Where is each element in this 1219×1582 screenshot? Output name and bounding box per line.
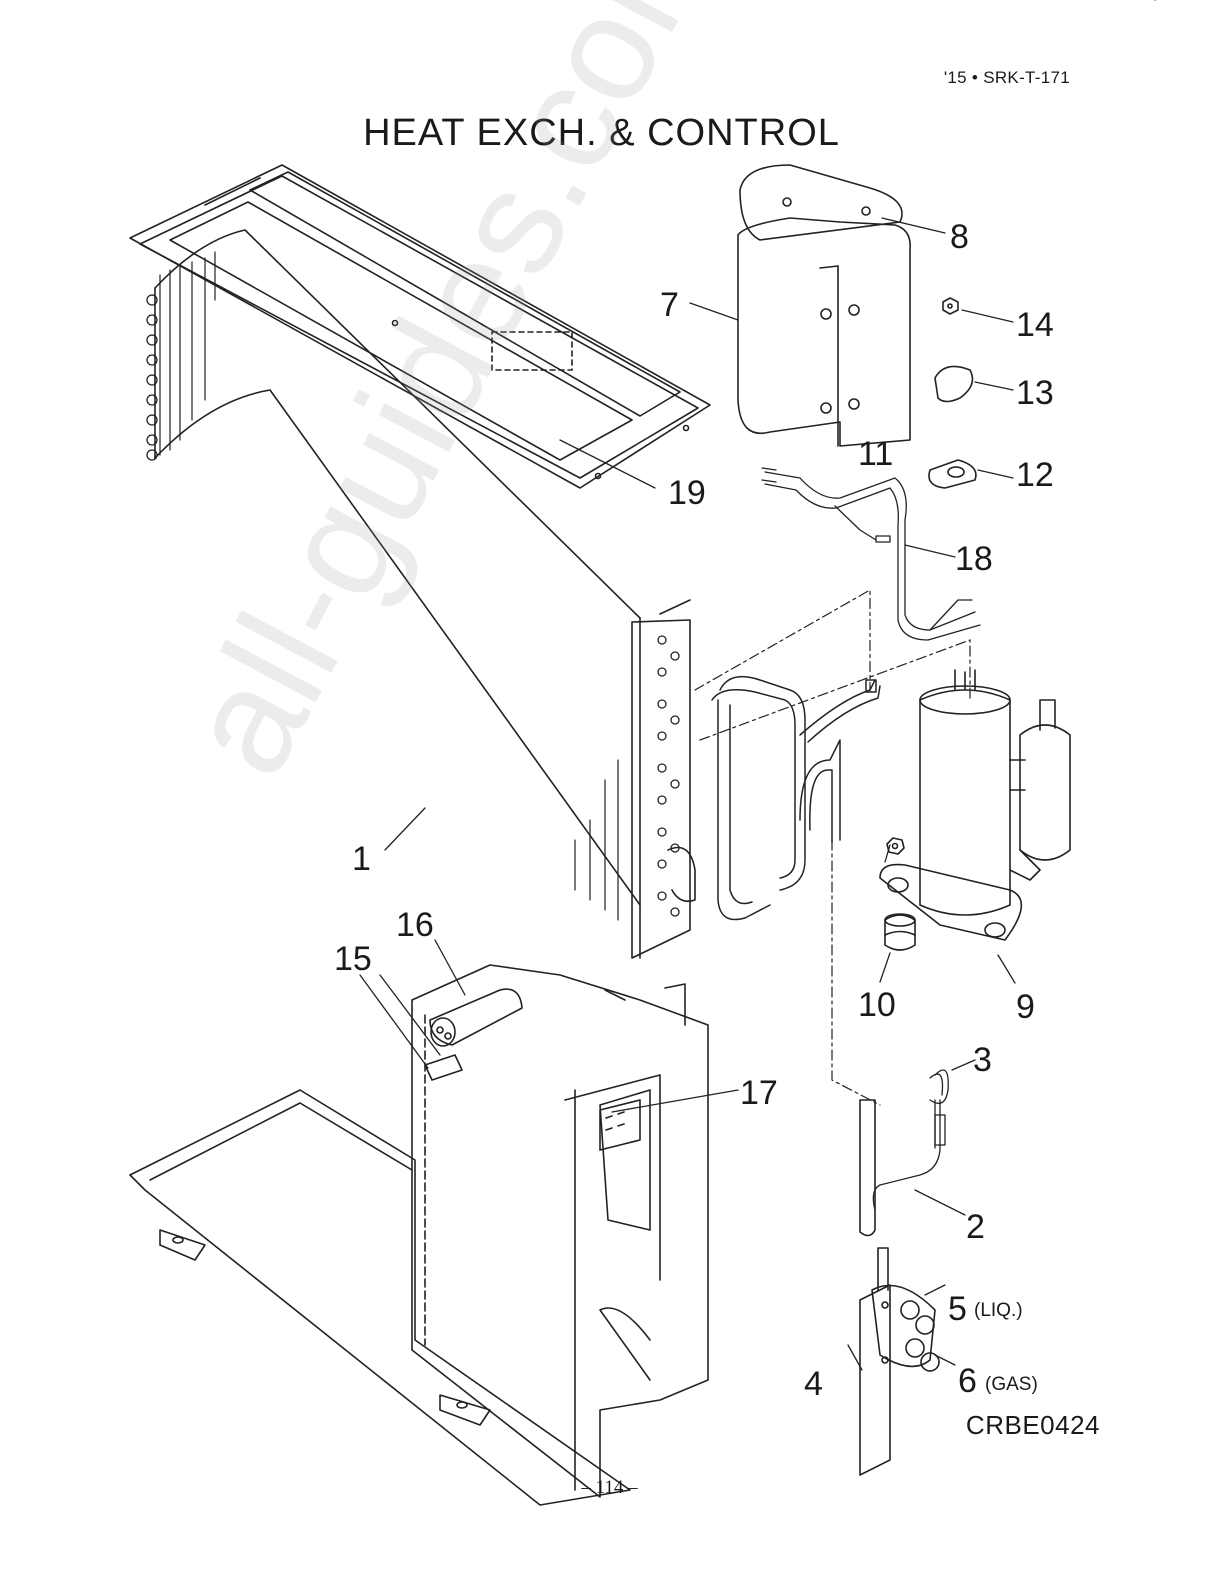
callout-12: 12 [1016, 456, 1054, 494]
piping-leaders [695, 0, 1155, 1105]
callout-19: 19 [668, 474, 706, 512]
callout-6: 6 [958, 1362, 977, 1400]
callout-17: 17 [740, 1074, 778, 1112]
callout-4: 4 [804, 1365, 823, 1403]
callout-8: 8 [950, 218, 969, 256]
callout-18: 18 [955, 540, 993, 578]
callout-2: 2 [966, 1208, 985, 1246]
callout-9: 9 [1016, 988, 1035, 1026]
callout-14: 14 [1016, 306, 1054, 344]
control-box [412, 965, 708, 1497]
callout-16: 16 [396, 906, 434, 944]
base-pan [130, 1090, 630, 1505]
page-number: – 114 – [0, 1477, 1219, 1499]
terminal-cover-parts [929, 298, 976, 488]
callout-15: 15 [334, 940, 372, 978]
compressor [880, 670, 1070, 940]
rubber-mount [885, 914, 915, 950]
callout-3: 3 [973, 1041, 992, 1079]
callout-7: 7 [660, 286, 679, 324]
callout-5-note: (LIQ.) [974, 1300, 1023, 1321]
callout-13: 13 [1016, 374, 1054, 412]
callout-11: 11 [858, 435, 893, 473]
drawing-code: CRBE0424 [900, 1410, 1100, 1441]
callout-10: 10 [858, 986, 896, 1024]
callout-1: 1 [352, 840, 371, 878]
capacitor [425, 989, 522, 1080]
refrigerant-pipes [712, 677, 880, 920]
wiring-harness [762, 468, 980, 640]
callout-5: 5 [948, 1290, 967, 1328]
capillary-tube [873, 1070, 948, 1210]
compressor-cover [738, 165, 910, 446]
callout-6-note: (GAS) [985, 1374, 1038, 1395]
